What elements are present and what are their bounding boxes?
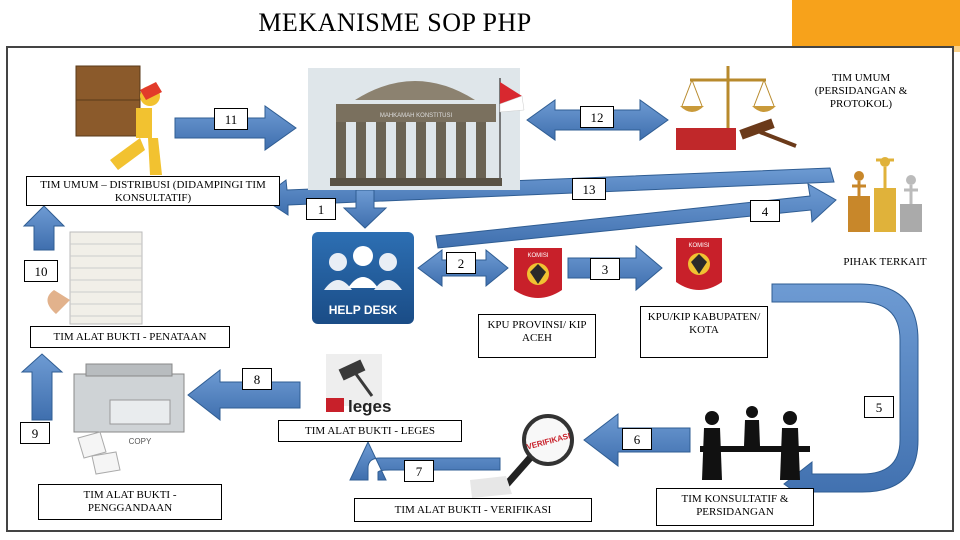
label-pihak-terkait: PIHAK TERKAIT: [843, 256, 927, 268]
help-desk-icon: HELP DESK: [312, 232, 414, 324]
label-alat-bukti-penataan: TIM ALAT BUKTI - PENATAAN: [30, 326, 230, 348]
step-1: 1: [306, 198, 336, 220]
label-tim-umum-persidangan: TIM UMUM (PERSIDANGAN & PROTOKOL): [814, 72, 908, 110]
label-tim-umum-distribusi: TIM UMUM – DISTRIBUSI (DIDAMPINGI TIM KO…: [26, 176, 280, 206]
step-12: 12: [580, 106, 614, 128]
scales-and-gavel-icon: [676, 66, 797, 150]
kpu-logo-kabupaten-text: KOMISI: [688, 243, 709, 249]
court-sign-text: MAHKAMAH KONSTITUSI: [380, 113, 453, 119]
label-kpu-provinsi: KPU PROVINSI/ KIP ACEH: [478, 314, 596, 358]
copier-icon: COPY: [73, 363, 185, 475]
arrow-10: [22, 205, 66, 251]
magnifier-verifikasi-icon: VERIFIKASI: [470, 414, 574, 498]
step-8: 8: [242, 368, 272, 390]
kpu-logo-kabupaten-icon: KOMISI: [676, 238, 722, 290]
label-alat-bukti-penggandaan: TIM ALAT BUKTI - PENGGANDAAN: [38, 484, 222, 520]
leges-icon: leges: [326, 354, 391, 416]
arrow-4: [435, 183, 837, 249]
label-kpu-kabupaten: KPU/KIP KABUPATEN/ KOTA: [640, 306, 768, 358]
step-13: 13: [572, 178, 606, 200]
help-desk-text: HELP DESK: [329, 303, 398, 317]
paper-stack-icon: [47, 231, 143, 325]
step-7: 7: [404, 460, 434, 482]
label-alat-bukti-leges: TIM ALAT BUKTI - LEGES: [278, 420, 462, 442]
kpu-logo-icon: KOMISI: [514, 248, 562, 298]
step-6: 6: [622, 428, 652, 450]
label-konsultatif-persidangan: TIM KONSULTATIF & PERSIDANGAN: [656, 488, 814, 526]
step-2: 2: [446, 252, 476, 274]
arrow-13: [261, 167, 835, 216]
step-5: 5: [864, 396, 894, 418]
podium-figures-icon: [848, 157, 922, 232]
label-alat-bukti-verifikasi: TIM ALAT BUKTI - VERIFIKASI: [354, 498, 592, 522]
leges-text: leges: [348, 397, 391, 416]
arrow-9: [20, 353, 64, 421]
step-11: 11: [214, 108, 248, 130]
step-4: 4: [750, 200, 780, 222]
arrow-1: [342, 189, 388, 229]
court-building-icon: MAHKAMAH KONSTITUSI: [308, 68, 525, 190]
copy-text: COPY: [129, 437, 152, 446]
meeting-silhouettes-icon: [700, 406, 810, 480]
page-title: MEKANISME SOP PHP: [258, 8, 532, 37]
step-3: 3: [590, 258, 620, 280]
step-10: 10: [24, 260, 58, 282]
worker-carrying-box-icon: [75, 65, 162, 175]
arrow-8: [187, 368, 301, 422]
step-9: 9: [20, 422, 50, 444]
accent-bar: [792, 0, 960, 46]
kpu-logo-text: KOMISI: [527, 253, 548, 259]
